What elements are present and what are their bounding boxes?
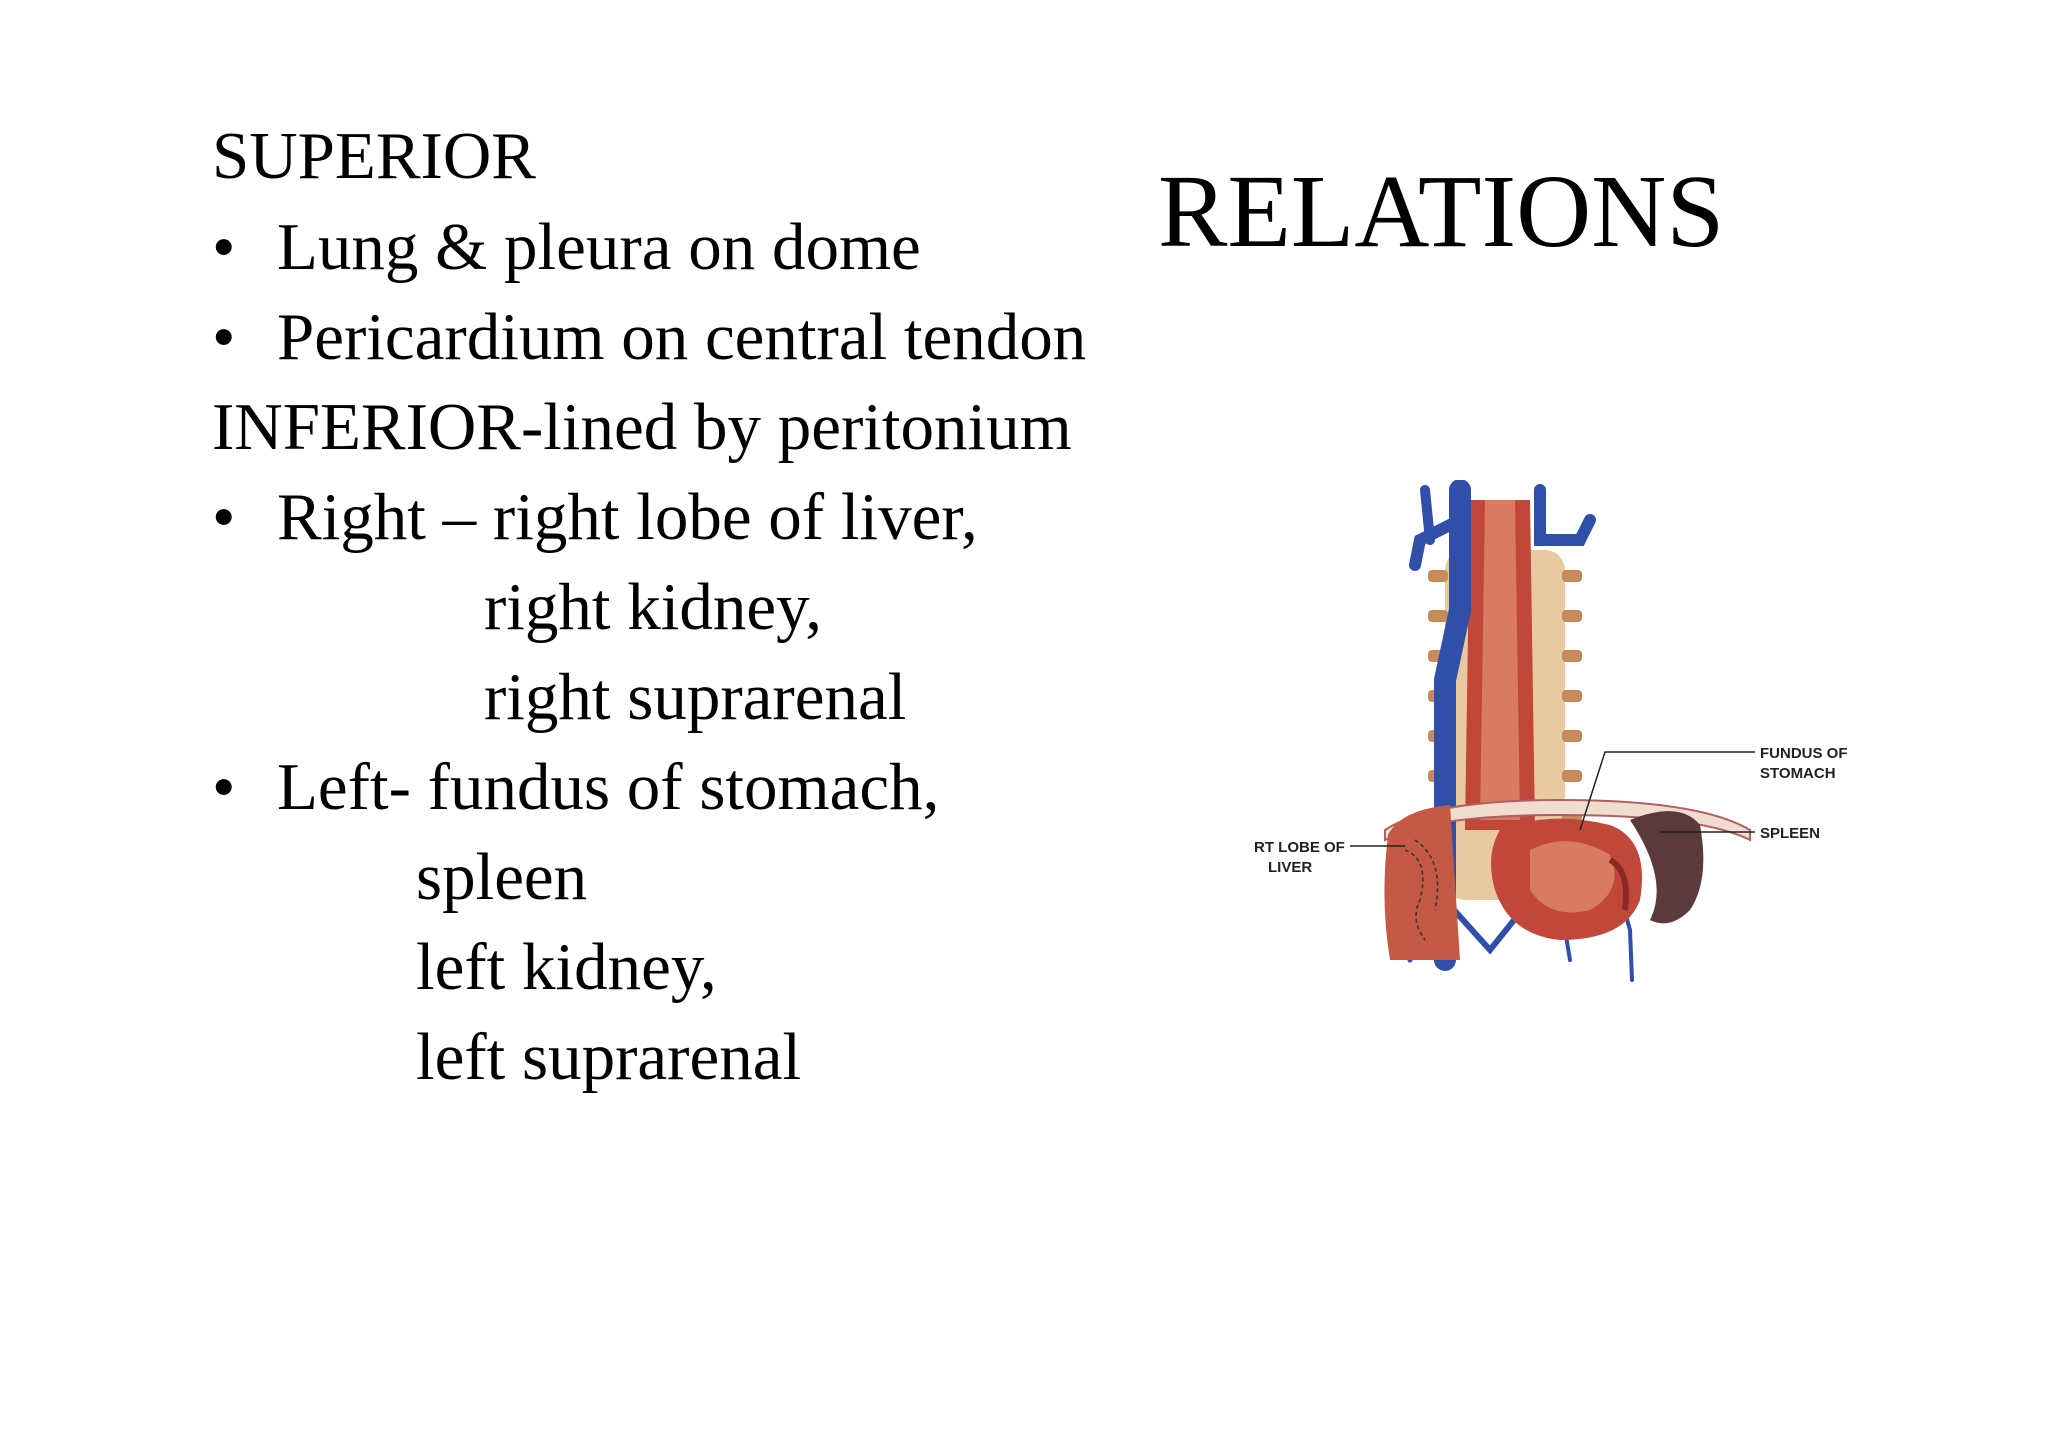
spleen-label: SPLEEN [1760,825,1820,842]
liver-label-line2: LIVER [1268,859,1312,876]
inferior-left-spleen: spleen [416,840,588,914]
inferior-left-kidney: left kidney, [416,930,717,1004]
inferior-left-item: Left- fundus of stomach, [277,750,940,824]
fundus-leader-line [1579,751,1755,831]
inferior-right-kidney: right kidney, [484,570,823,644]
fundus-label-line1: FUNDUS OF [1760,745,1848,762]
superior-item-lung: Lung & pleura on dome [277,210,921,284]
inferior-heading: INFERIOR-lined by peritonium [212,390,1072,464]
bullet-icon: • [212,210,236,284]
superior-item-pericardium: Pericardium on central tendon [277,300,1087,374]
diaphragm-illustration [1384,798,1751,842]
bullet-icon: • [212,300,236,374]
bullet-icon: • [212,750,236,824]
spleen-illustration [1630,811,1704,924]
fundus-label-line2: STOMACH [1760,765,1836,782]
superior-heading: SUPERIOR [212,119,536,193]
inferior-right-suprarenal: right suprarenal [484,660,907,734]
inferior-right-item: Right – right lobe of liver, [277,480,978,554]
diaphragm-anatomy-figure: RT LOBE OF LIVER FUNDUS OF STOMACH SPLEE… [1230,480,1890,1000]
inferior-left-suprarenal: left suprarenal [416,1020,802,1094]
slide-title: RELATIONS [1158,154,1725,269]
liver-label-line1: RT LOBE OF [1254,839,1345,856]
stomach-illustration [1491,818,1642,940]
bullet-icon: • [212,480,236,554]
oesophagus-illustration [1465,500,1535,830]
liver-illustration [1384,805,1460,960]
